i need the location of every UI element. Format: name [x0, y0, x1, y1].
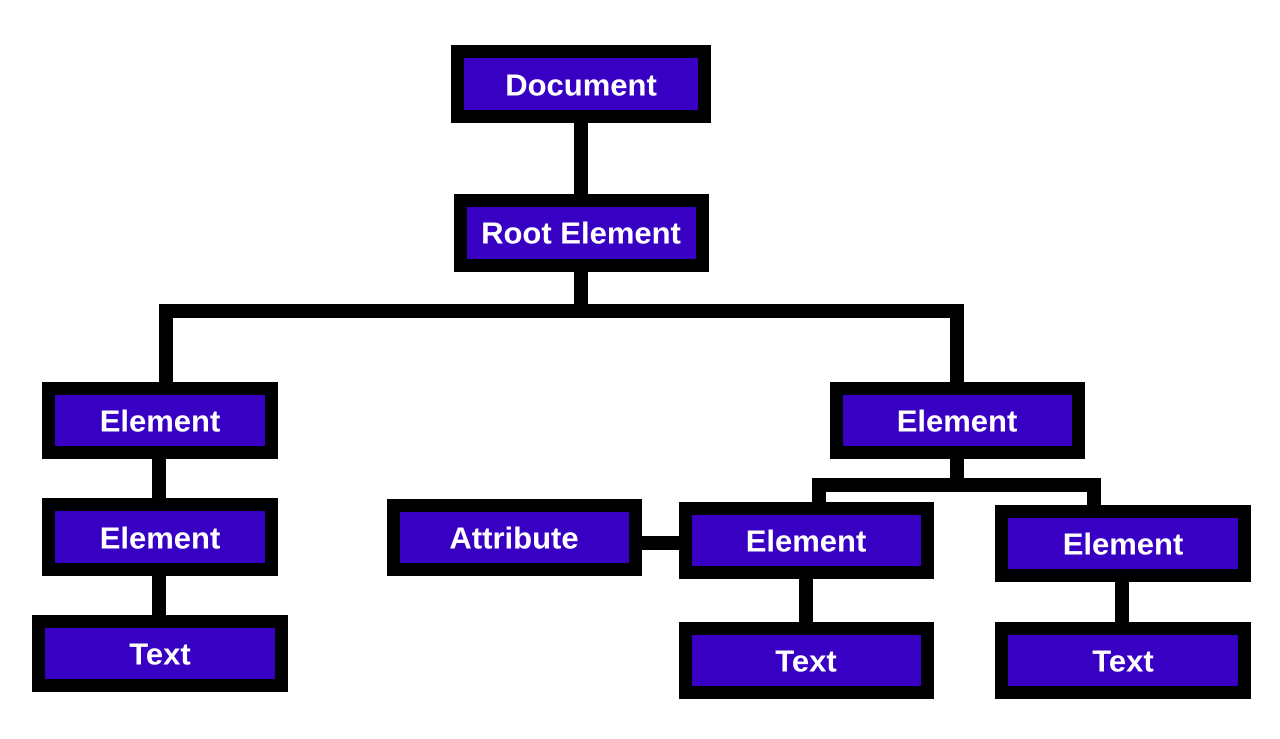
node-document: Document: [451, 45, 711, 123]
node-element-right-a-label: Element: [746, 524, 867, 559]
connectors: [152, 121, 1129, 624]
node-element-left-child-label: Element: [100, 521, 221, 556]
node-text-right-b: Text: [995, 622, 1251, 699]
node-text-left: Text: [32, 615, 288, 692]
node-element-right-a: Element: [679, 502, 934, 579]
node-root-element-label: Root Element: [481, 216, 681, 251]
node-text-left-label: Text: [129, 637, 190, 672]
node-element-right-b-label: Element: [1063, 527, 1184, 562]
node-document-label: Document: [505, 68, 657, 103]
node-element-right-label: Element: [897, 404, 1018, 439]
node-attribute-label: Attribute: [449, 521, 578, 556]
node-text-right-a-label: Text: [775, 644, 836, 679]
node-element-left: Element: [42, 382, 278, 459]
node-root-element: Root Element: [454, 194, 709, 272]
node-element-left-child: Element: [42, 498, 278, 576]
node-text-right-b-label: Text: [1092, 644, 1153, 679]
node-text-right-a: Text: [679, 622, 934, 699]
node-element-right: Element: [830, 382, 1085, 459]
node-element-right-b: Element: [995, 505, 1251, 582]
node-attribute: Attribute: [387, 499, 642, 576]
node-element-left-label: Element: [100, 404, 221, 439]
